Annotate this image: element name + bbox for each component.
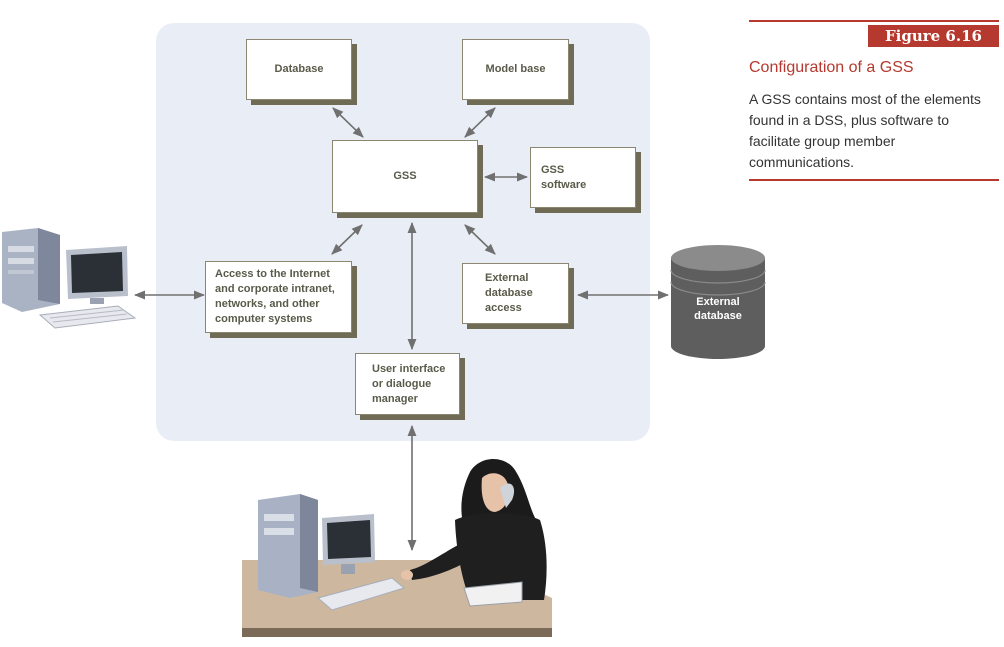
arrow-gss-access: [331, 224, 363, 255]
node-gss: GSS: [332, 140, 478, 213]
desktop-computer-icon: [2, 228, 137, 329]
node-gss-label: GSS: [393, 170, 417, 182]
node-gss-software-label: GSS software: [541, 163, 587, 191]
node-model-base: Model base: [462, 39, 569, 100]
node-database-label: Database: [274, 63, 324, 75]
arrow-modelbase-gss: [464, 107, 496, 138]
database-cylinder-icon: [670, 245, 766, 359]
figure-caption: A GSS contains most of the elements foun…: [749, 91, 981, 170]
node-database: Database: [246, 39, 352, 100]
external-database-label: External database: [694, 296, 742, 322]
node-external-database-access-label: External database access: [485, 272, 533, 314]
user-at-workstation-icon: [242, 458, 552, 637]
node-gss-software: GSS software: [530, 147, 636, 208]
node-external-database-access: External database access: [462, 263, 569, 324]
node-internet-access-label: Access to the Internet and corporate int…: [215, 268, 335, 325]
arrow-gss-externalaccess: [464, 224, 496, 255]
figure-bottom-rule: [749, 179, 999, 181]
node-user-interface-label: User interface or dialogue manager: [372, 362, 446, 405]
node-internet-access: Access to the Internet and corporate int…: [205, 261, 352, 333]
node-user-interface: User interface or dialogue manager: [355, 353, 460, 415]
arrow-database-gss: [332, 107, 364, 138]
figure-label: Figure 6.16: [868, 25, 999, 47]
node-model-base-label: Model base: [485, 63, 546, 75]
figure-top-rule: [749, 20, 999, 22]
figure-title: Configuration of a GSS: [749, 59, 914, 76]
